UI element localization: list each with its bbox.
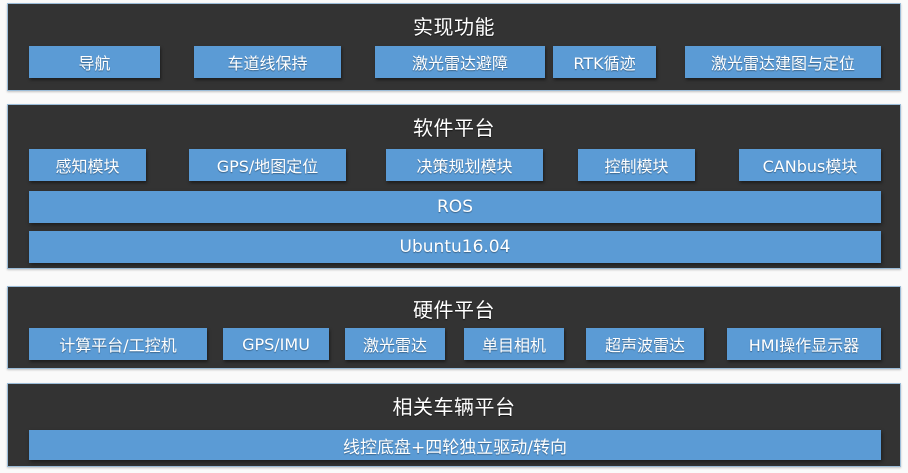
section-panel-functions: 实现功能 导航 车道线保持 激光雷达避障 RTK循迹 激光雷达建图与定位 bbox=[7, 3, 901, 91]
hardware-chip-monocular-camera[interactable]: 单目相机 bbox=[464, 328, 564, 360]
section-title-software: 软件平台 bbox=[413, 116, 495, 140]
section-panel-software: 软件平台 感知模块 GPS/地图定位 决策规划模块 控制模块 CANbus模块 … bbox=[7, 104, 901, 269]
function-chip-lane-keeping[interactable]: 车道线保持 bbox=[194, 46, 341, 78]
function-chip-rtk-tracking[interactable]: RTK循迹 bbox=[553, 46, 656, 78]
section-panel-hardware: 硬件平台 计算平台/工控机 GPS/IMU 激光雷达 单目相机 超声波雷达 HM… bbox=[7, 286, 901, 369]
section-title-vehicle: 相关车辆平台 bbox=[392, 395, 516, 419]
hardware-chip-compute-platform[interactable]: 计算平台/工控机 bbox=[29, 328, 207, 360]
software-chip-gps-map-localization[interactable]: GPS/地图定位 bbox=[189, 149, 346, 181]
vehicle-bar-chassis[interactable]: 线控底盘+四轮独立驱动/转向 bbox=[29, 430, 881, 460]
function-chip-lidar-slam[interactable]: 激光雷达建图与定位 bbox=[685, 46, 881, 78]
hardware-chip-ultrasonic-radar[interactable]: 超声波雷达 bbox=[586, 328, 704, 360]
software-bar-ubuntu[interactable]: Ubuntu16.04 bbox=[29, 231, 881, 263]
software-chip-decision-planning-module[interactable]: 决策规划模块 bbox=[386, 149, 543, 181]
software-chip-canbus-module[interactable]: CANbus模块 bbox=[739, 149, 881, 181]
software-chip-perception-module[interactable]: 感知模块 bbox=[29, 149, 146, 181]
section-panel-vehicle: 相关车辆平台 线控底盘+四轮独立驱动/转向 bbox=[7, 383, 901, 467]
function-chip-lidar-obstacle-avoidance[interactable]: 激光雷达避障 bbox=[375, 46, 545, 78]
hardware-chip-hmi-display[interactable]: HMI操作显示器 bbox=[727, 328, 881, 360]
section-title-functions: 实现功能 bbox=[413, 15, 495, 39]
software-chip-control-module[interactable]: 控制模块 bbox=[578, 149, 695, 181]
function-chip-navigation[interactable]: 导航 bbox=[29, 46, 160, 78]
section-title-hardware: 硬件平台 bbox=[413, 298, 495, 322]
software-bar-ros[interactable]: ROS bbox=[29, 191, 881, 223]
hardware-chip-lidar[interactable]: 激光雷达 bbox=[345, 328, 445, 360]
hardware-chip-gps-imu[interactable]: GPS/IMU bbox=[223, 328, 329, 360]
